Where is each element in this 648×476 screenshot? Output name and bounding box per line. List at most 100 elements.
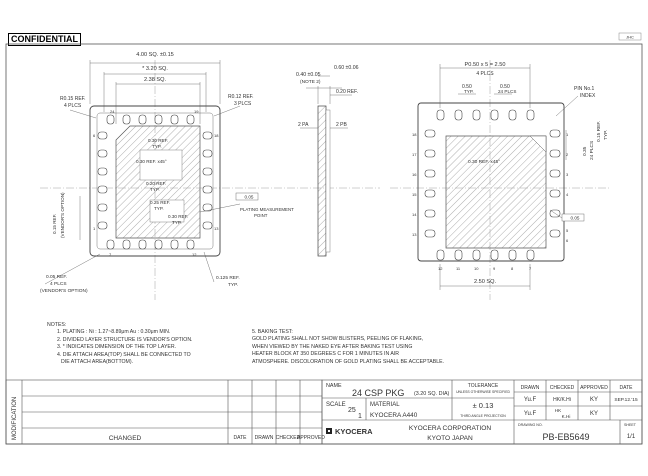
dim-die: 2.38 SQ.	[144, 77, 167, 83]
bottom-view: P0.50 x 5 = 2.50 4 PLCS 0.50 TYP. 0.50 2…	[390, 60, 610, 300]
rev-checked-header: CHECKED	[276, 435, 301, 441]
pin-3-b: 3	[566, 172, 569, 177]
typ-dim: 0.125 REF.	[216, 275, 240, 281]
drawn-2: Yu.F	[524, 411, 537, 417]
pin-11-b: 11	[456, 266, 461, 271]
corner-tag-box	[618, 32, 642, 41]
pin-6: 6	[93, 133, 96, 138]
rev-date-header: DATE	[234, 435, 248, 441]
notes-left: NOTES: 1. PLATING : Ni : 1.27~8.89μm Au …	[47, 322, 193, 366]
ref-c: 0.20 REF.	[146, 181, 166, 186]
drawing-no: PB-EB5649	[542, 432, 589, 442]
pad-r-sub: 24 PLCS	[498, 89, 516, 94]
mid-ref: 0.20 REF.	[336, 89, 358, 95]
ref-e-sub: TYP.	[172, 220, 182, 225]
sign-checked-header: CHECKED	[550, 385, 575, 391]
side-1: 0.35	[582, 146, 588, 156]
ref-b: 0.30 REF. x45°	[136, 159, 167, 164]
side-dim: 0.15 REF.	[52, 214, 57, 234]
pin-17-b: 17	[412, 152, 417, 157]
title-block	[5, 379, 643, 445]
corner-tag: JHC	[626, 35, 634, 40]
pin-12-b: 12	[438, 266, 443, 271]
pin-9-b: 9	[493, 266, 496, 271]
kyocera-logo: KYOCERA	[326, 427, 373, 436]
checked-2: HK	[555, 408, 562, 413]
side-2: 0.15 REF.	[596, 121, 602, 142]
logo-text: KYOCERA	[335, 427, 373, 436]
note-5d: ATMOSPHERE. DISCOLORATION OF GOLD PLATIN…	[252, 358, 444, 365]
pitch-sub: 4 PLCS	[476, 71, 494, 77]
company-city: KYOTO JAPAN	[427, 435, 473, 442]
section-body	[317, 105, 327, 257]
note-5a: GOLD PLATING SHALL NOT SHOW BLISTERS, PE…	[252, 336, 424, 343]
side-1-sub: 24 PLCS	[589, 141, 595, 160]
pin-14-b: 14	[412, 212, 417, 217]
pin-4-b: 4	[566, 192, 569, 197]
pin-1: 1	[93, 226, 96, 231]
pin-15-b: 15	[412, 192, 417, 197]
name-label: NAME	[326, 383, 342, 389]
sign-date-header: DATE	[620, 385, 634, 391]
pin-13-b: 13	[412, 232, 417, 237]
label-2pa: 2 PA	[298, 122, 309, 128]
thickness-2: 0.60 ±0.06	[334, 65, 359, 71]
thickness-1-note: (NOTE 2)	[300, 79, 321, 85]
notes-heading: NOTES:	[47, 322, 67, 328]
note-5: 5. BAKING TEST:	[252, 329, 293, 335]
pin-13: 13	[214, 226, 219, 231]
corner-note: 0.05 REF.	[46, 274, 67, 280]
rev-approved-header: APPROVED	[297, 435, 325, 441]
note-5b: WHEN VIEWED BY THE NAKED EYE AFTER BAKIN…	[252, 343, 413, 350]
flatness-2: 0.05	[571, 216, 580, 221]
radius-left-sub: 4 PLCS	[64, 103, 82, 109]
ref-c-sub: TYP.	[150, 187, 160, 192]
ref-d-sub: TYP.	[154, 206, 164, 211]
ref-a-sub: TYP.	[152, 144, 162, 149]
notes-right: 5. BAKING TEST: GOLD PLATING SHALL NOT S…	[252, 329, 444, 366]
pitch: P0.50 x 5 = 2.50	[465, 62, 506, 68]
checked-1: HK/K.Hi	[553, 397, 571, 403]
pin-19: 19	[194, 109, 199, 114]
drawn-1: Yu.F	[524, 397, 537, 403]
material-value: KYOCERA A440	[370, 412, 418, 419]
pin-10-b: 10	[474, 266, 479, 271]
note-5c: HEATER BLOCK AT 350 DEGREES C FOR 1 MINU…	[252, 351, 400, 358]
pin-1-b: 1	[566, 132, 569, 137]
pin-2-b: 2	[566, 152, 569, 157]
pin-12: 12	[192, 252, 197, 257]
sheet-value: 1/1	[627, 434, 636, 440]
name-detail: (3.20 SQ. DIA)	[414, 391, 450, 397]
tolerance-label: TOLERANCE	[468, 383, 499, 389]
ref-a: 0.30 REF.	[148, 138, 168, 143]
pin-18: 18	[214, 133, 219, 138]
package-body	[89, 105, 221, 257]
typ-dim-sub: TYP.	[228, 282, 238, 288]
material-label: MATERIAL	[370, 402, 400, 408]
side-view: 0.40 ±0.05 (NOTE 2) 0.60 ±0.06 0.20 REF.…	[296, 65, 380, 257]
sheet-label: SHEET	[624, 423, 637, 427]
thickness-1: 0.40 ±0.05	[296, 72, 321, 78]
dim-pad-span: * 3.20 SQ.	[142, 66, 168, 72]
radius-right: R0.12 REF.	[228, 94, 254, 100]
ref-e: 0.30 REF.	[168, 214, 188, 219]
pin-24: 24	[110, 109, 115, 114]
pin1-sub: INDEX	[580, 93, 596, 99]
scale-den: 1	[358, 413, 362, 420]
pin-5-b: 5	[566, 228, 569, 233]
changed-label: CHANGED	[109, 435, 142, 442]
name-value: 24 CSP PKG	[352, 388, 404, 398]
scale-num: 25	[348, 407, 356, 414]
pad-l-sub: TYP.	[464, 89, 474, 94]
pad-r: 0.50	[500, 84, 510, 90]
pad-l: 0.50	[462, 84, 472, 90]
confidential-label: CONFIDENTIAL	[8, 33, 81, 46]
projection-label: THIRD ANGLE PROJECTION	[460, 414, 506, 418]
center-ref: 0.30 REF. x45°	[468, 159, 500, 165]
corner-note-2: 4 PLCS	[50, 281, 67, 287]
pin-16-b: 16	[412, 172, 417, 177]
pin-18-b: 18	[412, 132, 417, 137]
sign-drawn-header: DRAWN	[521, 385, 540, 391]
pin1-label: PIN No.1	[574, 86, 595, 92]
